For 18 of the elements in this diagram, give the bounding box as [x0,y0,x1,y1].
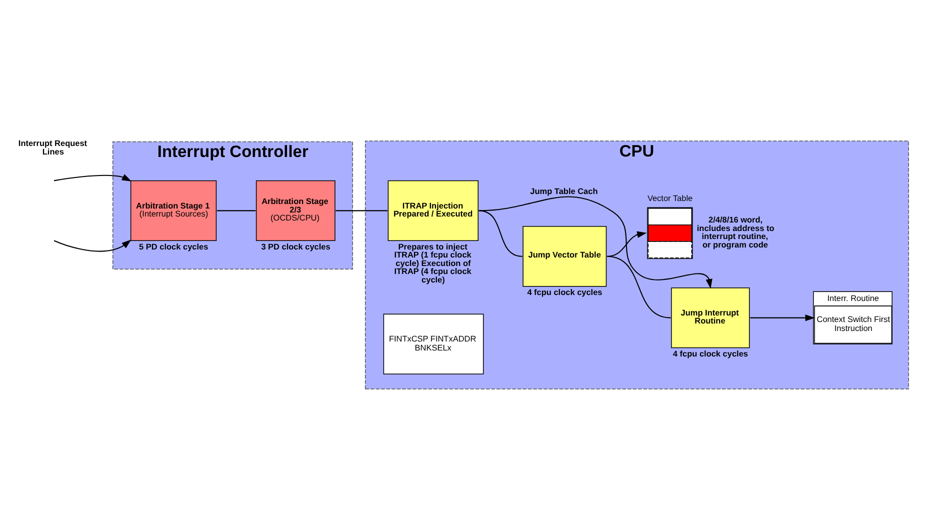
connector [606,256,671,318]
node-label: 5 PD clock cycles [139,242,208,252]
node-label: Vector Table [647,194,693,203]
arrow [54,240,132,252]
node-label: 4 fcpu clock cycles [527,288,602,298]
connector [336,210,388,212]
node-label: 4 fcpu clock cycles [672,350,748,359]
label: Interrupt Request Lines [18,139,88,156]
arrow [478,196,712,289]
node-label: 2/4/8/16 word, includes address to interrupt routine, or program code [696,216,774,250]
arrow [750,314,815,322]
connector [478,210,522,257]
arrow [606,231,647,257]
arrow [54,174,132,182]
edge-label: Jump Table Cach [530,187,598,196]
connector [216,210,256,212]
node-label: 3 PD clock cycles [261,242,330,252]
node-label: Prepares to inject ITRAP (1 fcpu clock cycle) Execution of ITRAP (4 fcpu clock cycle) [394,242,472,284]
